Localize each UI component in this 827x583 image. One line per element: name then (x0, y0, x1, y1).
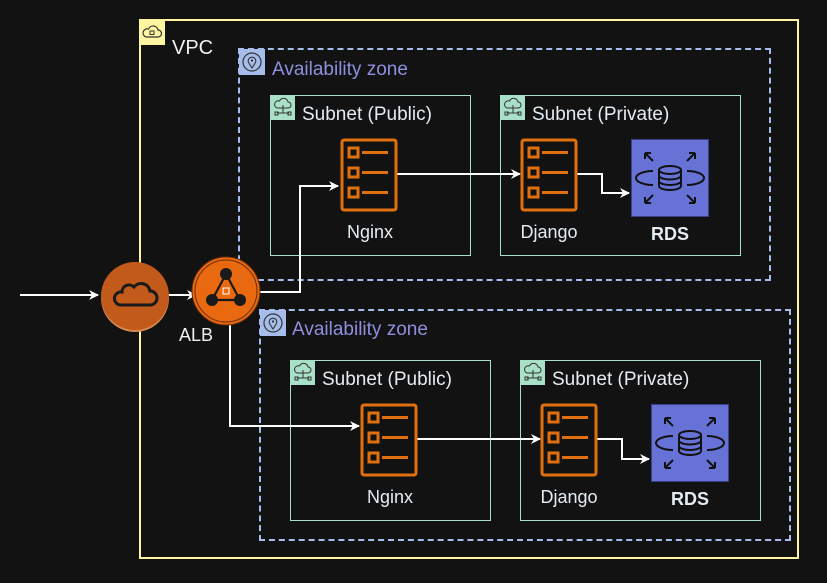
rds-2-label: RDS (670, 489, 709, 509)
subnet-cloud-icon (524, 362, 542, 381)
arrow-django-2-to-rds-2 (596, 438, 650, 464)
nginx-2-server[interactable] (360, 403, 418, 482)
az-2-private-subnet-label: Subnet (Private) (552, 369, 690, 390)
nginx-1-server[interactable] (340, 138, 398, 217)
az-2-private-subnet (520, 360, 761, 521)
internet-gateway[interactable] (100, 261, 170, 338)
az-1-badge (239, 49, 265, 75)
az-2-label: Availability zone (292, 319, 428, 340)
az-1-public-subnet-badge (271, 96, 295, 120)
az-2-public-subnet (290, 360, 491, 521)
vpc-cloud-lock-icon (142, 25, 163, 38)
server-list-icon (540, 403, 598, 477)
arrow-django-1-to-rds-1 (576, 173, 630, 198)
rds-1-database[interactable] (631, 139, 709, 222)
az-1-label: Availability zone (272, 59, 408, 80)
az-2-private-subnet-badge (521, 361, 545, 385)
az-1-private-subnet-badge (501, 96, 525, 120)
database-icon (651, 404, 729, 482)
vpc-badge (139, 19, 165, 45)
server-list-icon (520, 138, 578, 212)
subnet-cloud-icon (274, 97, 292, 116)
alb-node[interactable] (191, 256, 261, 331)
arrow-alb-to-nginx-2 (229, 320, 360, 431)
location-pin-icon (263, 313, 283, 333)
location-pin-icon (242, 52, 262, 72)
rds-1-label: RDS (650, 224, 689, 244)
django-2-server[interactable] (540, 403, 598, 482)
arrow-alb-to-nginx-1 (258, 181, 339, 293)
az-2-public-subnet-label: Subnet (Public) (322, 369, 452, 390)
az-2-public-subnet-badge (291, 361, 315, 385)
server-list-icon (360, 403, 418, 477)
availability-zone-1 (238, 48, 771, 281)
az-2-badge (260, 310, 286, 336)
alb-label: ALB (179, 325, 214, 345)
django-2-label: Django (540, 487, 598, 507)
subnet-cloud-icon (294, 362, 312, 381)
subnet-cloud-icon (504, 97, 522, 116)
vpc-label: VPC (172, 37, 214, 59)
server-list-icon (340, 138, 398, 212)
az-1-public-subnet-label: Subnet (Public) (302, 104, 432, 125)
database-icon (631, 139, 709, 217)
nginx-1-label: Nginx (346, 222, 394, 242)
django-1-label: Django (520, 222, 578, 242)
az-1-private-subnet-label: Subnet (Private) (532, 104, 670, 125)
az-1-public-subnet (270, 95, 471, 256)
rds-2-database[interactable] (651, 404, 729, 487)
cloud-icon (101, 262, 169, 332)
nginx-2-label: Nginx (366, 487, 414, 507)
django-1-server[interactable] (520, 138, 578, 217)
load-balancer-icon (191, 256, 261, 326)
az-1-private-subnet (500, 95, 741, 256)
